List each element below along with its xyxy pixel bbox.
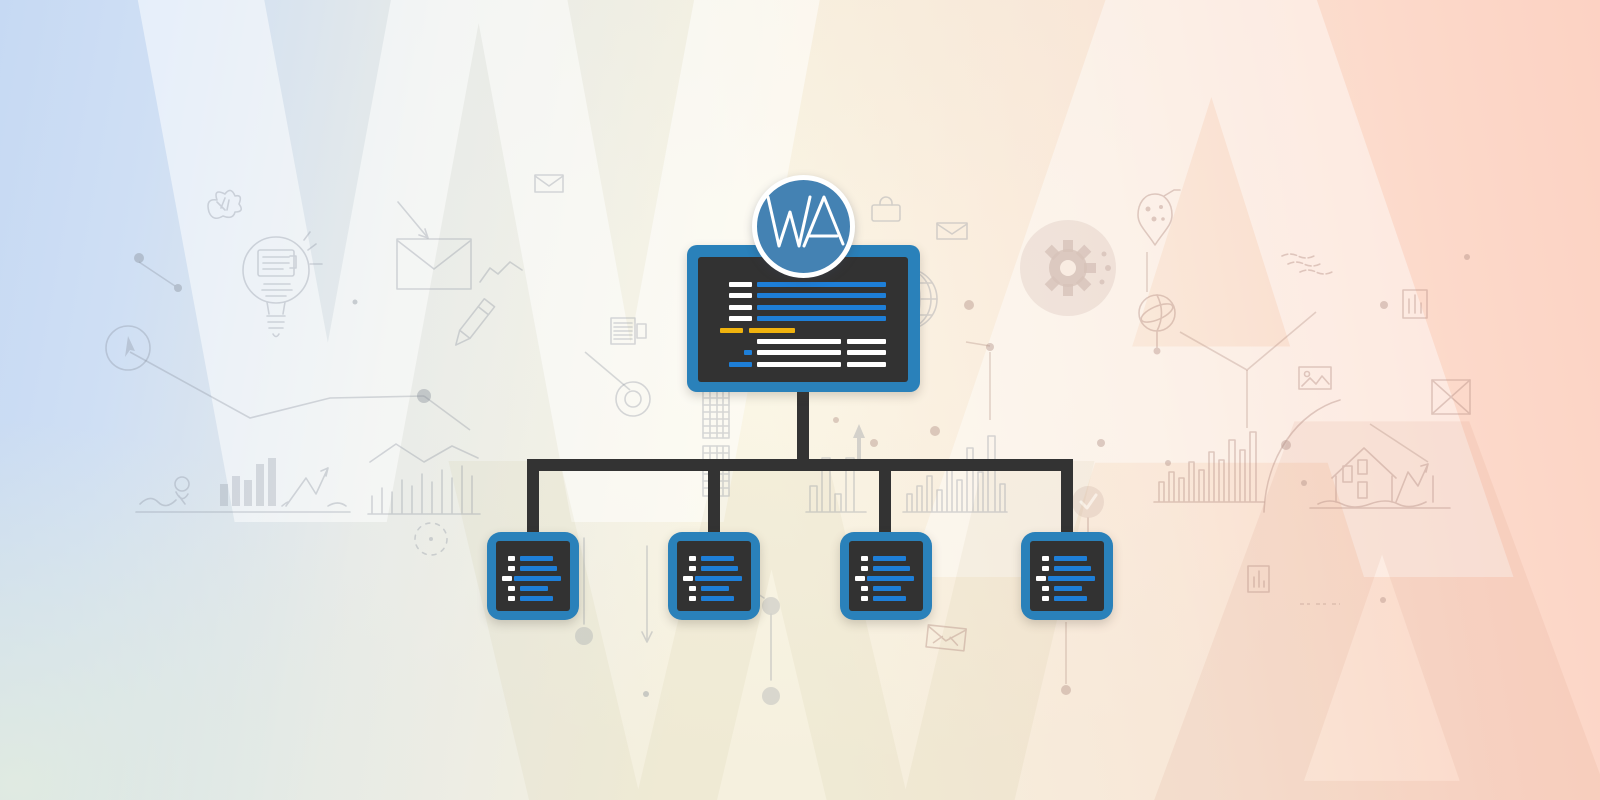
connector-drop-3 [879, 465, 891, 535]
connector-stem [797, 385, 809, 465]
child-terminal-screen-2 [677, 541, 751, 611]
wa-logo-badge: WA [752, 175, 855, 278]
child-terminal-screen-4 [1030, 541, 1104, 611]
child-terminal-node-2 [668, 532, 760, 620]
connector-drop-1 [527, 465, 539, 535]
child-terminal-node-4 [1021, 532, 1113, 620]
child-terminal-node-3 [840, 532, 932, 620]
connector-drop-2 [708, 465, 720, 535]
connector-drop-4 [1061, 465, 1073, 535]
child-terminal-screen-3 [849, 541, 923, 611]
child-terminal-screen-1 [496, 541, 570, 611]
connector-crossbar [527, 459, 1073, 471]
child-terminal-node-1 [487, 532, 579, 620]
wa-monogram-icon [766, 195, 845, 248]
